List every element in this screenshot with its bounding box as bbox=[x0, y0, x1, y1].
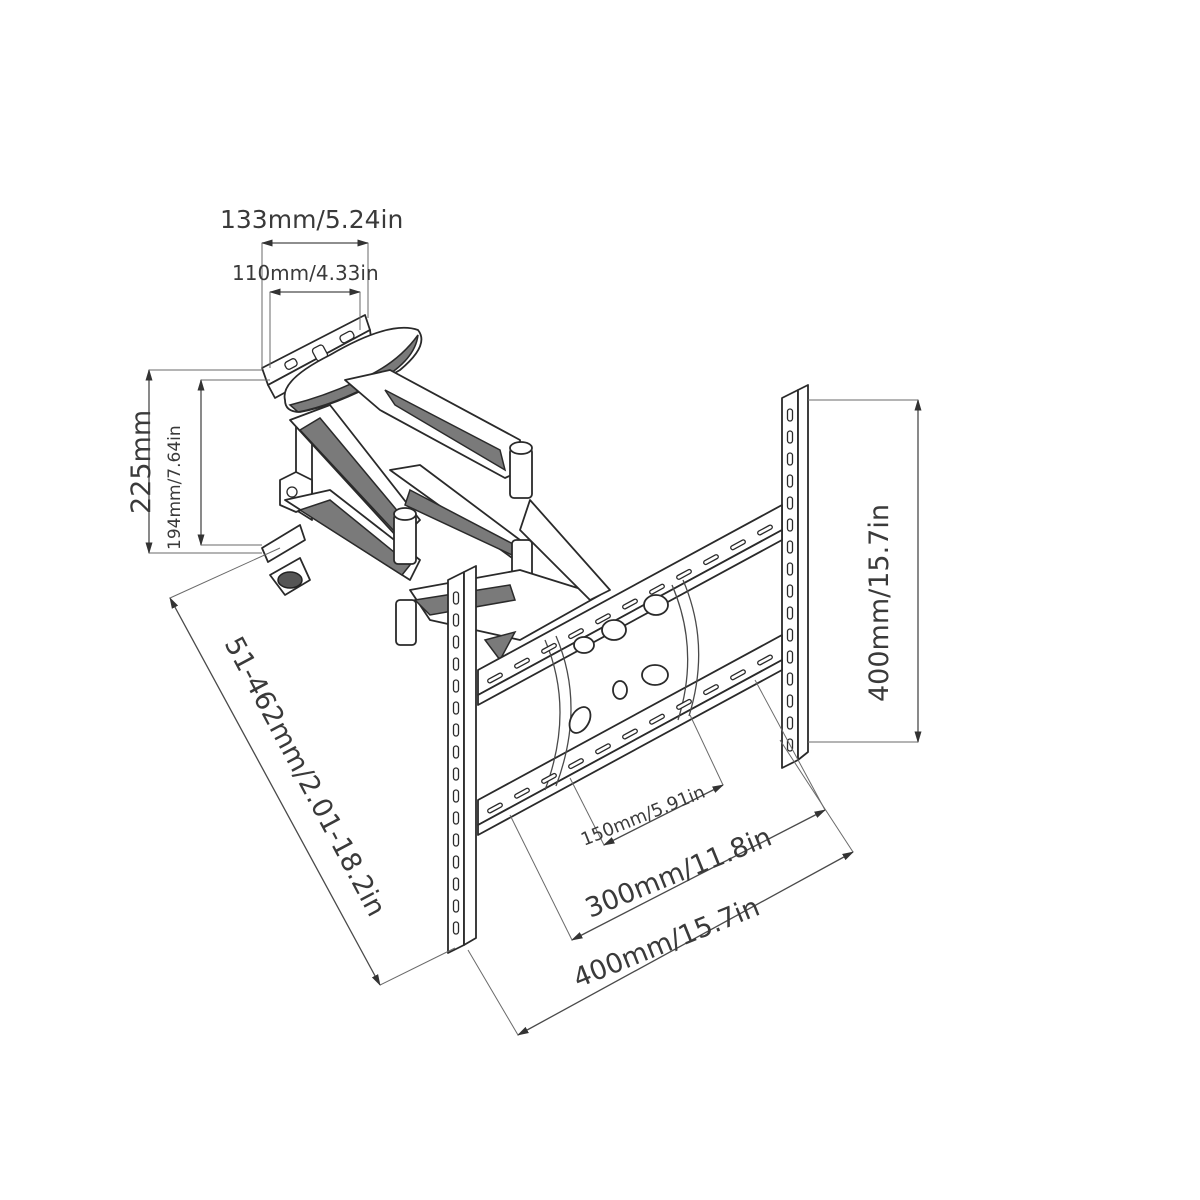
vesa-vertical-label: 400mm/15.7in bbox=[864, 504, 895, 702]
arm-extension-label: 51-462mm/2.01-18.2in bbox=[218, 632, 392, 922]
vesa-small-label: 150mm/5.91in bbox=[578, 782, 708, 851]
wall-plate-width-label: 133mm/5.24in bbox=[220, 205, 403, 234]
mounting-slots bbox=[452, 408, 794, 935]
dimension-lines bbox=[145, 239, 922, 1036]
wall-plate-height-label: 225mm bbox=[126, 410, 157, 514]
wall-plate-hole-vertical-label: 194mm/7.64in bbox=[165, 425, 185, 550]
wall-plate-hole-spacing-label: 110mm/4.33in bbox=[232, 261, 379, 285]
swivel-arms bbox=[283, 326, 611, 662]
